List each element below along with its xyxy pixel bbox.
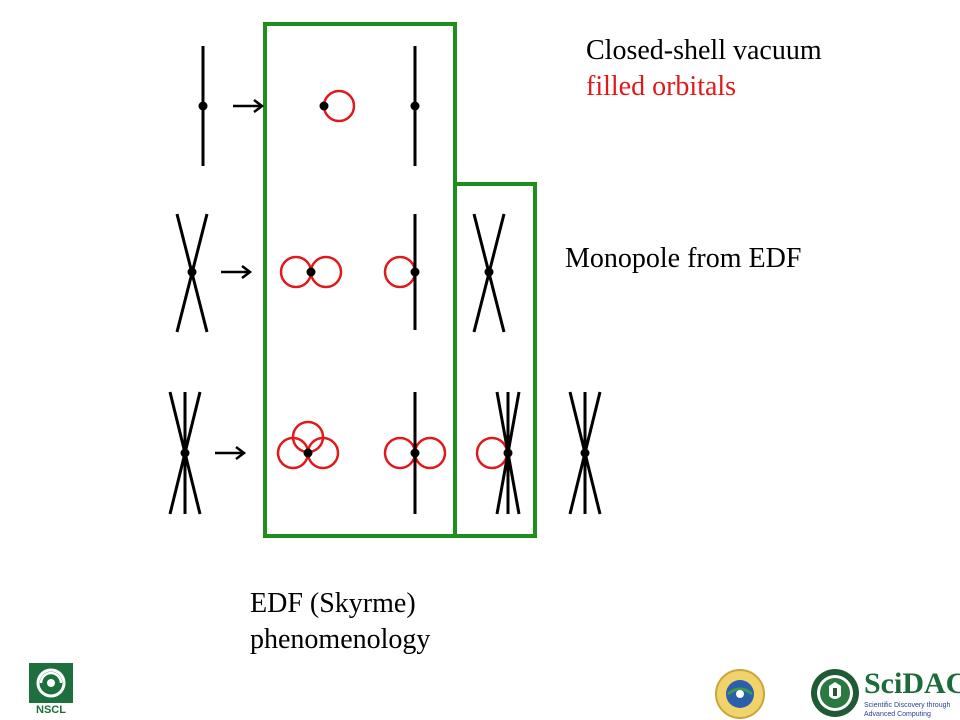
scidac-logo: SciDAC Scientific Discovery through Adva… — [862, 668, 960, 720]
row-2-orbital-dot — [306, 267, 316, 277]
row-3-monopole-orbital — [475, 436, 509, 470]
row-3-arrow — [215, 446, 247, 460]
edf-label-line2: phenomenology — [250, 624, 431, 655]
nscl-text: NSCL — [36, 704, 66, 716]
row-1-right-dot — [410, 101, 420, 111]
scidac-subtitle-2: Advanced Computing — [864, 711, 931, 718]
row-3-orbital-dot — [303, 448, 313, 458]
scidac-title: SciDAC — [864, 667, 960, 700]
edf-label-line1: EDF (Skyrme) — [250, 588, 416, 619]
row-3-mid-dot — [410, 448, 420, 458]
nscl-logo: NSCL — [28, 662, 74, 718]
nsf-seal-icon — [715, 669, 765, 719]
nscl-swirl-icon — [29, 663, 73, 703]
monopole-label: Monopole from EDF — [565, 243, 802, 274]
row-2-arrow — [221, 265, 253, 279]
filled-orbitals-label: filled orbitals — [586, 71, 737, 102]
row-2-vertex-dot — [187, 267, 197, 277]
row-3-monopole-dot — [503, 448, 513, 458]
scidac-subtitle-1: Scientific Discovery through — [864, 702, 951, 709]
row-1-arrow — [233, 99, 265, 113]
doe-seal-icon — [811, 669, 859, 717]
edf-box — [263, 22, 457, 538]
monopole-box — [453, 182, 537, 538]
row-3-vertex-dot — [180, 448, 190, 458]
row-2-mid-dot — [410, 267, 420, 277]
closed-shell-label: Closed-shell vacuum — [586, 35, 822, 66]
row-3-outside-dot — [580, 448, 590, 458]
row-1-orbital-dot — [319, 101, 329, 111]
row-1-vertex-dot — [198, 101, 208, 111]
row-2-monopole-dot — [484, 267, 494, 277]
